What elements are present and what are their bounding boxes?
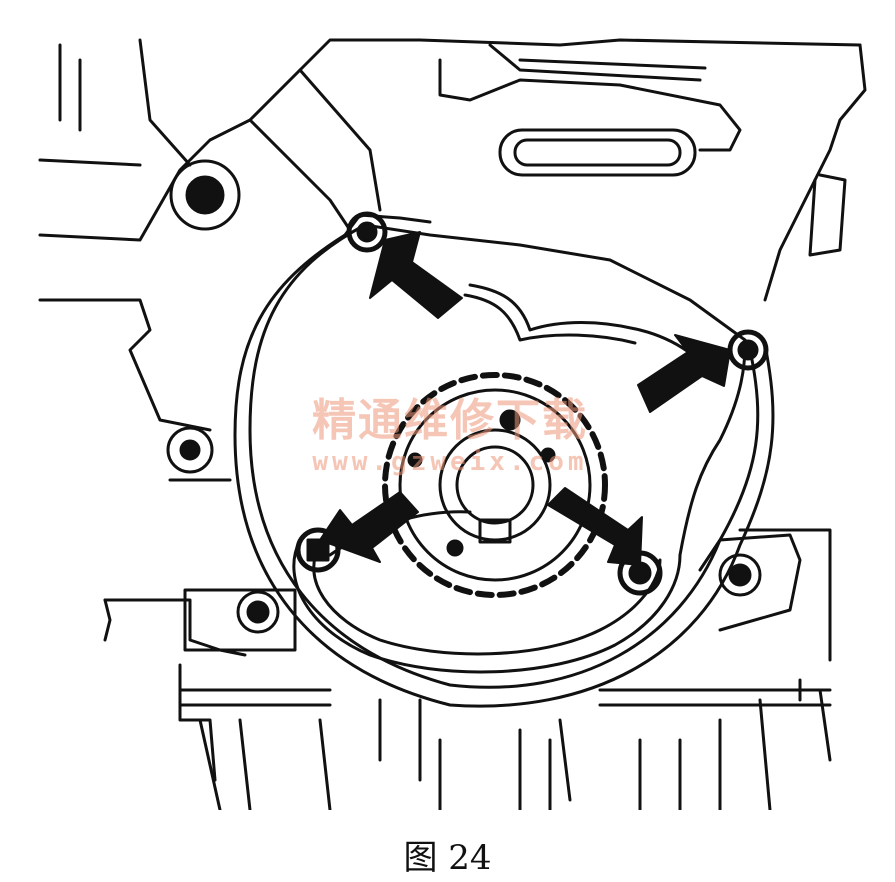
upper-left-bolt-boss (166, 159, 241, 474)
arrow-right-icon (637, 334, 731, 413)
indicator-arrows (319, 231, 731, 566)
front-cover-outline (233, 213, 775, 708)
arrow-lower-right-icon (547, 487, 643, 566)
lower-block (103, 528, 832, 810)
arrow-lower-left-icon (319, 491, 419, 563)
engine-block-outline (38, 38, 867, 482)
crankshaft-sprocket (382, 372, 608, 598)
figure-caption: 图 24 (403, 838, 492, 878)
bolt-top-left (346, 211, 388, 253)
cover-slots (488, 43, 707, 177)
arrow-top-left-icon (369, 231, 463, 319)
engine-front-cover-diagram (38, 38, 867, 810)
bolt-lower-left (295, 527, 341, 573)
